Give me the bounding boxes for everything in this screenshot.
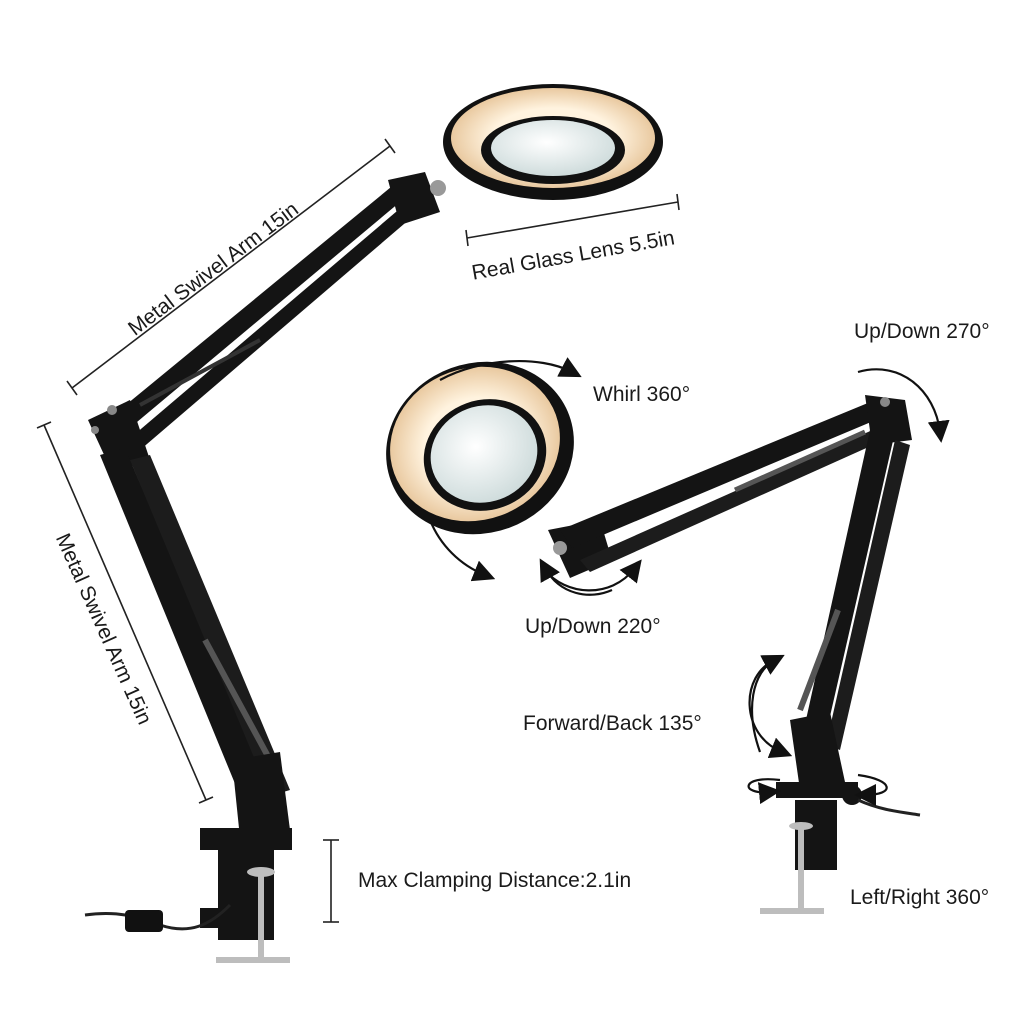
label-whirl: Whirl 360°: [593, 383, 691, 406]
right-lamp-head: [386, 361, 574, 535]
label-up-down-270: Up/Down 270°: [854, 320, 990, 343]
label-clamp: Max Clamping Distance:2.1in: [358, 869, 632, 892]
left-lamp-head: [443, 84, 663, 200]
left-upper-arm: [110, 178, 412, 432]
label-up-down-220: Up/Down 220°: [525, 615, 661, 638]
rotation-arrows: [428, 357, 950, 806]
label-forward-back: Forward/Back 135°: [523, 712, 702, 735]
right-lamp: [386, 361, 921, 914]
left-lower-arm: [100, 448, 275, 808]
label-left-right: Left/Right 360°: [850, 886, 990, 909]
dimension-lines: [36, 138, 680, 923]
left-lamp: [84, 84, 663, 963]
